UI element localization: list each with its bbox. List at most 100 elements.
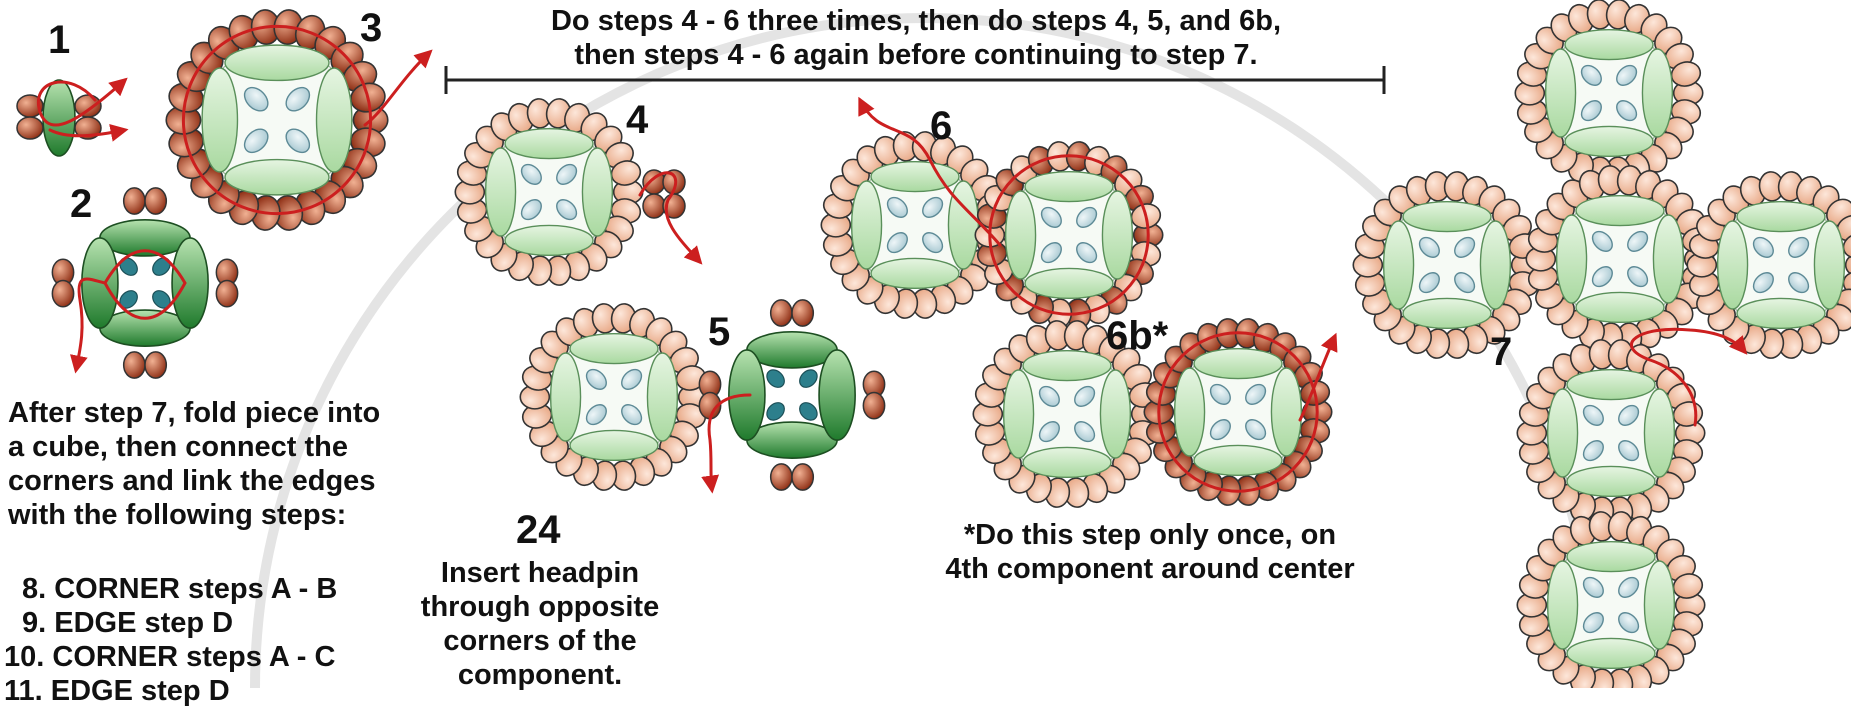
seed-bead bbox=[145, 188, 166, 214]
leaf-bead bbox=[1023, 447, 1111, 477]
fold-note-line: a cube, then connect the bbox=[8, 430, 380, 464]
seed-bead bbox=[75, 95, 101, 117]
leaf-bead bbox=[172, 238, 208, 328]
leaf-bead bbox=[1576, 196, 1664, 226]
headpin-note-line: component. bbox=[420, 658, 660, 692]
leaf-bead bbox=[1025, 268, 1113, 298]
headpin-note-line: corners of the bbox=[420, 624, 660, 658]
step-24-label: 24 bbox=[516, 508, 561, 553]
leaf-bead bbox=[1403, 298, 1491, 328]
step-4-added-beads bbox=[643, 170, 685, 218]
leaf-bead bbox=[1384, 221, 1414, 309]
seed-bead bbox=[792, 300, 813, 326]
leaf-bead bbox=[505, 129, 593, 159]
step-6-label: 6 bbox=[930, 104, 952, 149]
leaf-bead bbox=[1194, 349, 1282, 379]
leaf-bead bbox=[1006, 191, 1036, 279]
leaf-bead bbox=[1403, 202, 1491, 232]
step-7-right-component bbox=[1687, 171, 1851, 360]
step-5-left-component bbox=[520, 303, 708, 492]
step-5-label: 5 bbox=[708, 310, 730, 355]
step-7-center-component bbox=[1526, 165, 1714, 354]
fold-note-line: After step 7, fold piece into bbox=[8, 396, 380, 430]
leaf-bead bbox=[1546, 49, 1576, 137]
step-6b-label: 6b* bbox=[1106, 314, 1168, 359]
teardrop-bead bbox=[763, 366, 787, 390]
leaf-bead bbox=[505, 225, 593, 255]
leaf-bead bbox=[1025, 172, 1113, 202]
leaf-bead bbox=[1737, 298, 1825, 328]
header-line-2: then steps 4 - 6 again before continuing… bbox=[446, 38, 1386, 72]
step-1-label: 1 bbox=[48, 18, 70, 63]
step-7-lower-component bbox=[1517, 339, 1705, 528]
fold-note: After step 7, fold piece into a cube, th… bbox=[8, 396, 380, 532]
leaf-bead bbox=[1548, 389, 1578, 477]
leaf-bead bbox=[747, 332, 837, 368]
leaf-bead bbox=[1567, 466, 1655, 496]
leaf-bead bbox=[1004, 370, 1034, 458]
seed-bead bbox=[863, 393, 884, 419]
step-7-top-component bbox=[1515, 0, 1703, 187]
step-3-label: 3 bbox=[360, 6, 382, 51]
once-note-line: *Do this step only once, on bbox=[900, 518, 1400, 552]
leaf-bead bbox=[1567, 370, 1655, 400]
leaf-bead bbox=[202, 68, 237, 172]
once-note: *Do this step only once, on 4th componen… bbox=[900, 518, 1400, 586]
leaf-bead bbox=[1644, 561, 1674, 649]
leaf-bead bbox=[871, 258, 959, 288]
leaf-bead bbox=[747, 422, 837, 458]
seed-bead bbox=[792, 464, 813, 490]
leaf-bead bbox=[1565, 126, 1653, 156]
seed-bead bbox=[216, 281, 237, 307]
step-3-component bbox=[166, 8, 388, 231]
leaf-bead bbox=[1567, 542, 1655, 572]
leaf-bead bbox=[1023, 351, 1111, 381]
teardrop-bead bbox=[149, 254, 173, 278]
seed-bead bbox=[771, 464, 792, 490]
leaf-bead bbox=[1653, 215, 1683, 303]
step-4-label: 4 bbox=[626, 98, 648, 143]
once-note-line: 4th component around center bbox=[900, 552, 1400, 586]
seed-bead bbox=[643, 194, 665, 218]
step-4-component bbox=[455, 98, 643, 287]
leaf-bead bbox=[551, 353, 581, 441]
seed-bead bbox=[124, 188, 145, 214]
teardrop-bead bbox=[796, 366, 820, 390]
teardrop-bead bbox=[763, 399, 787, 423]
seed-bead bbox=[771, 300, 792, 326]
teardrop-bead bbox=[116, 287, 140, 311]
step-7-label: 7 bbox=[1490, 330, 1512, 375]
header-line-1: Do steps 4 - 6 three times, then do step… bbox=[446, 4, 1386, 38]
leaf-bead bbox=[100, 310, 190, 346]
leaf-bead bbox=[647, 353, 677, 441]
leaf-bead bbox=[852, 181, 882, 269]
leaf-bead bbox=[486, 148, 516, 236]
leaf-bead bbox=[1102, 191, 1132, 279]
teardrop-bead bbox=[116, 254, 140, 278]
leaf-bead bbox=[1576, 292, 1664, 322]
steps-list-item: 8. CORNER steps A - B bbox=[4, 572, 344, 606]
step-2-label: 2 bbox=[70, 182, 92, 227]
leaf-bead bbox=[225, 45, 329, 80]
leaf-bead bbox=[1557, 215, 1587, 303]
leaf-bead bbox=[1737, 202, 1825, 232]
steps-list-item: 10. CORNER steps A - C bbox=[4, 640, 344, 674]
step-6-right-component bbox=[975, 141, 1163, 330]
leaf-bead bbox=[225, 160, 329, 195]
leaf-bead bbox=[1814, 221, 1844, 309]
seed-bead bbox=[145, 352, 166, 378]
teardrop-bead bbox=[149, 287, 173, 311]
seed-bead bbox=[17, 117, 43, 139]
leaf-bead bbox=[1194, 445, 1282, 475]
steps-list-item: 11. EDGE step D bbox=[4, 674, 344, 708]
step-7-bottom-component bbox=[1517, 511, 1705, 688]
leaf-bead bbox=[1100, 370, 1130, 458]
leaf-bead bbox=[1480, 221, 1510, 309]
leaf-bead bbox=[582, 148, 612, 236]
leaf-bead bbox=[1718, 221, 1748, 309]
seed-bead bbox=[124, 352, 145, 378]
seed-bead bbox=[52, 281, 73, 307]
leaf-bead bbox=[317, 68, 352, 172]
leaf-bead bbox=[819, 350, 855, 440]
leaf-bead bbox=[1567, 638, 1655, 668]
